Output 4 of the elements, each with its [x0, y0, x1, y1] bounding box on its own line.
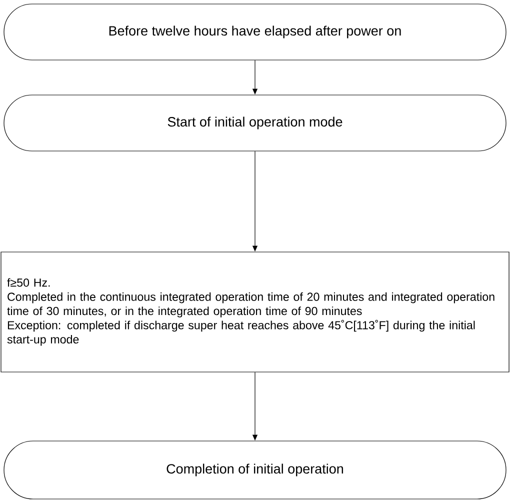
process-box: f≥50 Hz. Completed in the continuous integrated operation time of 20 minutes and integrated operation time of 30 minutes, or in the integrated operation time of 90 minutes Exception: completed if discharge super heat reaches above 45˚C[113˚F] during the initial start-up mode [0, 252, 510, 372]
terminal-box: Before twelve hours have elapsed after power on [4, 4, 506, 60]
terminal-box: Completion of initial operation [4, 440, 506, 500]
terminal-box: Start of initial operation mode [4, 94, 506, 152]
